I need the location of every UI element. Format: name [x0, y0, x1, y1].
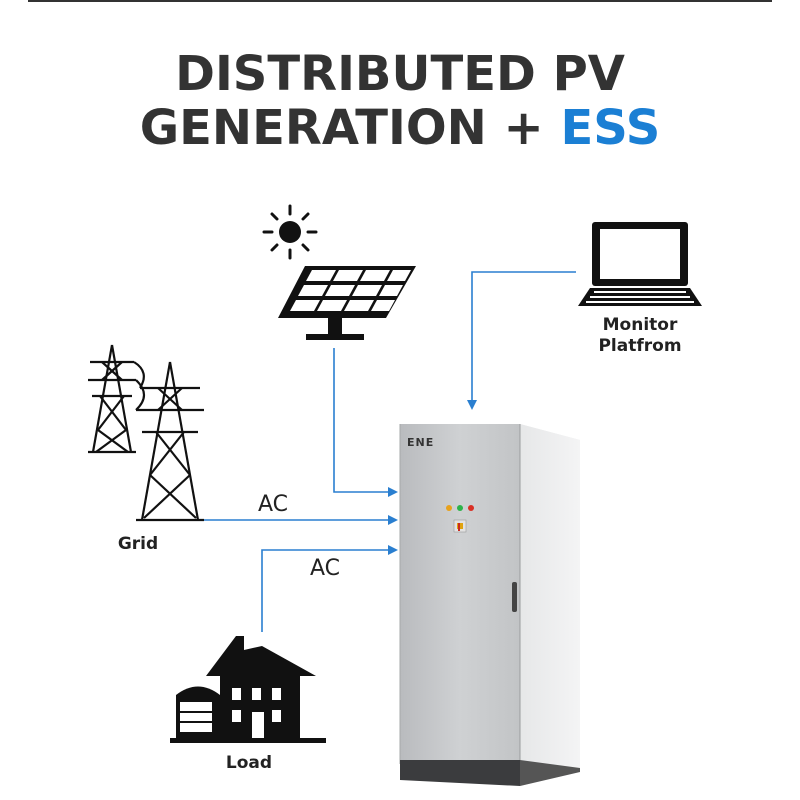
sun-icon — [262, 204, 318, 260]
monitor-platform-label: Monitor Platfrom — [588, 315, 692, 357]
pv-arrow — [333, 348, 398, 497]
load-arrow — [261, 545, 398, 632]
title-line-2-main: GENERATION + — [139, 100, 544, 156]
title-line-2: GENERATION + ESS — [0, 100, 800, 156]
connector-lines — [204, 271, 576, 632]
monitor-arrow — [467, 271, 576, 410]
grid-label: Grid — [117, 534, 159, 554]
title-line-1: DISTRIBUTED PV — [175, 46, 625, 102]
ac-load-label: AC — [310, 556, 341, 581]
monitor-label-line-1: Monitor — [602, 315, 678, 335]
monitor-label-line-2: Platfrom — [598, 336, 682, 356]
solar-panel-icon — [278, 266, 416, 340]
top-divider — [28, 0, 772, 2]
ac-grid-label: AC — [258, 492, 289, 517]
ess-cabinet — [399, 424, 580, 786]
transmission-tower-icon — [88, 344, 204, 522]
house-icon — [170, 636, 326, 743]
laptop-icon — [578, 222, 702, 306]
load-label: Load — [225, 753, 273, 773]
title-accent: ESS — [560, 100, 661, 156]
cabinet-logo: ENE — [407, 436, 434, 449]
